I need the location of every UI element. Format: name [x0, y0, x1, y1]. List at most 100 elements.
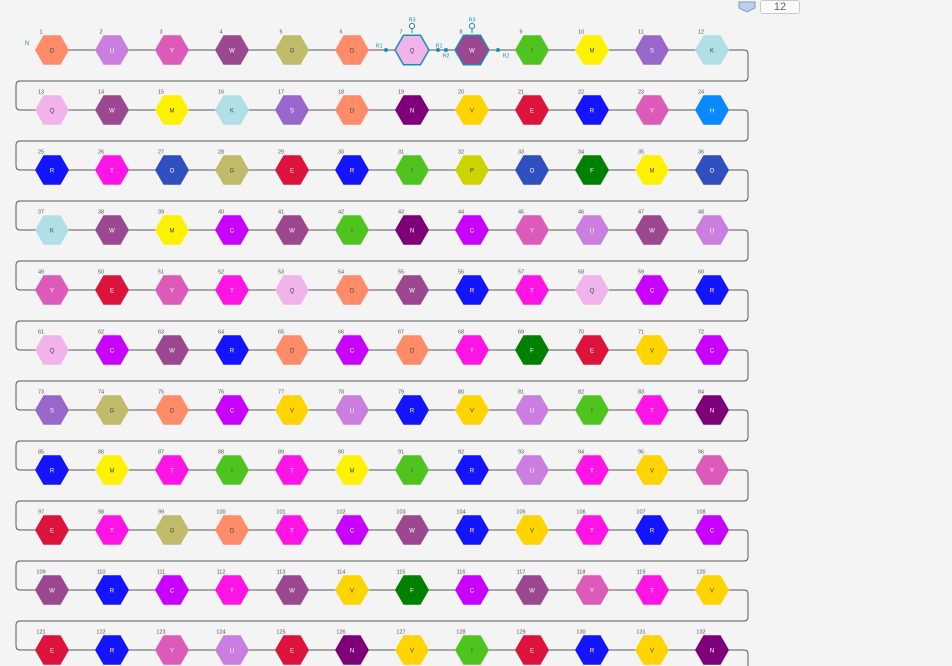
monomer-32[interactable] — [455, 155, 489, 185]
monomer-72[interactable] — [695, 335, 729, 365]
monomer-65[interactable] — [275, 335, 309, 365]
monomer-35[interactable] — [635, 155, 669, 185]
r2-attachment-point[interactable] — [496, 48, 500, 52]
monomer-64[interactable] — [215, 335, 249, 365]
monomer-60[interactable] — [695, 275, 729, 305]
monomer-66[interactable] — [335, 335, 369, 365]
monomer-62[interactable] — [95, 335, 129, 365]
monomer-131[interactable] — [635, 635, 669, 665]
monomer-102[interactable] — [335, 515, 369, 545]
monomer-122[interactable] — [95, 635, 129, 665]
monomer-75[interactable] — [155, 395, 189, 425]
monomer-12[interactable] — [695, 35, 729, 65]
monomer-74[interactable] — [95, 395, 129, 425]
monomer-126[interactable] — [335, 635, 369, 665]
monomer-121[interactable] — [35, 635, 69, 665]
monomer-18[interactable] — [335, 95, 369, 125]
monomer-28[interactable] — [215, 155, 249, 185]
r3-attachment-point[interactable] — [408, 22, 416, 30]
monomer-109[interactable] — [35, 575, 69, 605]
monomer-4[interactable] — [215, 35, 249, 65]
monomer-77[interactable] — [275, 395, 309, 425]
comment-badge[interactable]: 12 — [738, 0, 800, 14]
monomer-81[interactable] — [515, 395, 549, 425]
monomer-47[interactable] — [635, 215, 669, 245]
monomer-59[interactable] — [635, 275, 669, 305]
monomer-38[interactable] — [95, 215, 129, 245]
monomer-119[interactable] — [635, 575, 669, 605]
monomer-91[interactable] — [395, 455, 429, 485]
monomer-111[interactable] — [155, 575, 189, 605]
monomer-26[interactable] — [95, 155, 129, 185]
monomer-52[interactable] — [215, 275, 249, 305]
monomer-46[interactable] — [575, 215, 609, 245]
monomer-67[interactable] — [395, 335, 429, 365]
monomer-116[interactable] — [455, 575, 489, 605]
monomer-19[interactable] — [395, 95, 429, 125]
monomer-3[interactable] — [155, 35, 189, 65]
monomer-80[interactable] — [455, 395, 489, 425]
monomer-125[interactable] — [275, 635, 309, 665]
monomer-132[interactable] — [695, 635, 729, 665]
r1-attachment-point[interactable] — [444, 48, 448, 52]
monomer-96[interactable] — [695, 455, 729, 485]
monomer-89[interactable] — [275, 455, 309, 485]
monomer-54[interactable] — [335, 275, 369, 305]
monomer-101[interactable] — [275, 515, 309, 545]
monomer-1[interactable] — [35, 35, 69, 65]
monomer-48[interactable] — [695, 215, 729, 245]
monomer-78[interactable] — [335, 395, 369, 425]
monomer-112[interactable] — [215, 575, 249, 605]
monomer-103[interactable] — [395, 515, 429, 545]
monomer-51[interactable] — [155, 275, 189, 305]
monomer-114[interactable] — [335, 575, 369, 605]
monomer-115[interactable] — [395, 575, 429, 605]
monomer-44[interactable] — [455, 215, 489, 245]
monomer-93[interactable] — [515, 455, 549, 485]
monomer-57[interactable] — [515, 275, 549, 305]
monomer-76[interactable] — [215, 395, 249, 425]
monomer-110[interactable] — [95, 575, 129, 605]
monomer-50[interactable] — [95, 275, 129, 305]
monomer-120[interactable] — [695, 575, 729, 605]
monomer-63[interactable] — [155, 335, 189, 365]
monomer-31[interactable] — [395, 155, 429, 185]
monomer-98[interactable] — [95, 515, 129, 545]
monomer-73[interactable] — [35, 395, 69, 425]
monomer-70[interactable] — [575, 335, 609, 365]
r3-attachment-point[interactable] — [468, 22, 476, 30]
monomer-49[interactable] — [35, 275, 69, 305]
monomer-29[interactable] — [275, 155, 309, 185]
monomer-61[interactable] — [35, 335, 69, 365]
monomer-86[interactable] — [95, 455, 129, 485]
monomer-129[interactable] — [515, 635, 549, 665]
monomer-2[interactable] — [95, 35, 129, 65]
monomer-83[interactable] — [635, 395, 669, 425]
monomer-23[interactable] — [635, 95, 669, 125]
monomer-117[interactable] — [515, 575, 549, 605]
monomer-40[interactable] — [215, 215, 249, 245]
monomer-41[interactable] — [275, 215, 309, 245]
monomer-97[interactable] — [35, 515, 69, 545]
monomer-45[interactable] — [515, 215, 549, 245]
monomer-87[interactable] — [155, 455, 189, 485]
monomer-39[interactable] — [155, 215, 189, 245]
monomer-6[interactable] — [335, 35, 369, 65]
monomer-71[interactable] — [635, 335, 669, 365]
monomer-34[interactable] — [575, 155, 609, 185]
monomer-94[interactable] — [575, 455, 609, 485]
monomer-17[interactable] — [275, 95, 309, 125]
monomer-14[interactable] — [95, 95, 129, 125]
monomer-22[interactable] — [575, 95, 609, 125]
monomer-20[interactable] — [455, 95, 489, 125]
monomer-56[interactable] — [455, 275, 489, 305]
monomer-82[interactable] — [575, 395, 609, 425]
monomer-85[interactable] — [35, 455, 69, 485]
monomer-88[interactable] — [215, 455, 249, 485]
monomer-25[interactable] — [35, 155, 69, 185]
r1-attachment-point[interactable] — [384, 48, 388, 52]
monomer-5[interactable] — [275, 35, 309, 65]
monomer-95[interactable] — [635, 455, 669, 485]
monomer-69[interactable] — [515, 335, 549, 365]
monomer-30[interactable] — [335, 155, 369, 185]
